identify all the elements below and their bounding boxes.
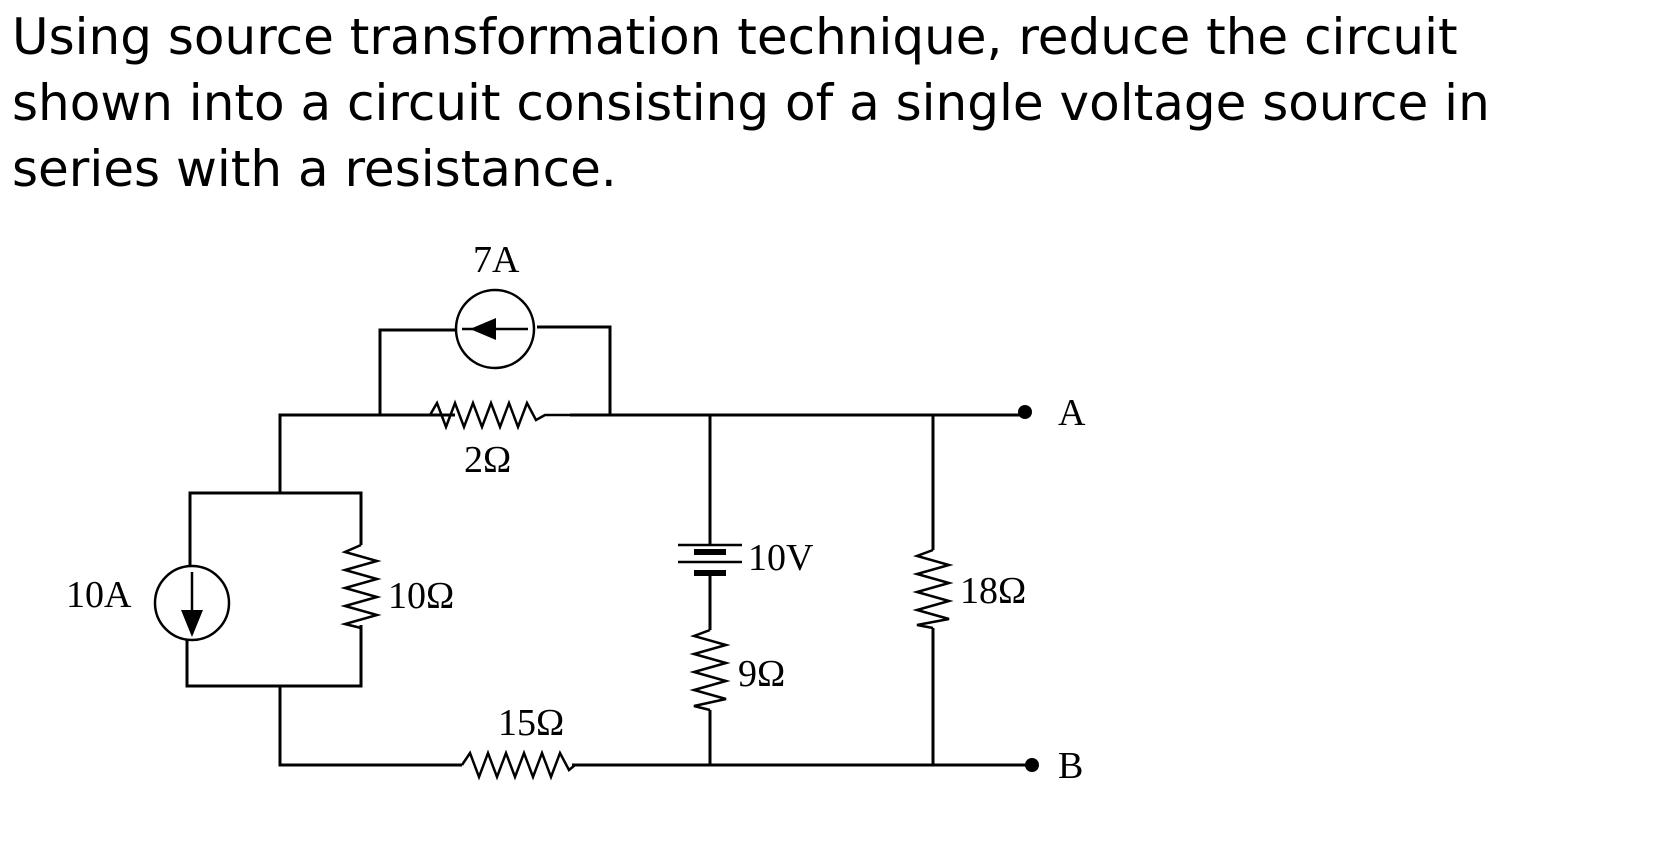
label-terminal-b: B [1058, 745, 1083, 787]
question-line-3: series with a resistance. [12, 140, 617, 198]
label-18-ohm: 18Ω [960, 570, 1026, 612]
question-line-2: shown into a circuit consisting of a sin… [12, 74, 1490, 132]
label-terminal-a: A [1058, 392, 1086, 434]
resistor-15-ohm [460, 749, 576, 781]
resistor-10-ohm [340, 543, 382, 630]
label-10-ohm: 10Ω [388, 575, 454, 617]
label-7a: 7A [473, 239, 520, 281]
question-line-1: Using source transformation technique, r… [12, 8, 1458, 66]
wire-top-left [278, 413, 455, 493]
current-source-7a [454, 288, 536, 370]
question-text: Using source transformation technique, r… [12, 4, 1652, 202]
wire-bottom-left [278, 686, 462, 767]
resistor-9-ohm [689, 628, 731, 712]
wire-7a-loop-right [537, 325, 612, 415]
label-10v: 10V [748, 537, 814, 579]
circuit-wires [185, 325, 1030, 767]
resistor-18-ohm [912, 548, 954, 630]
wire-7a-loop-left [378, 328, 455, 415]
wire-left-block-bottom [185, 625, 363, 688]
terminal-a-dot [1018, 405, 1032, 419]
label-15-ohm: 15Ω [498, 702, 564, 744]
terminal-b-dot [1025, 758, 1039, 772]
label-10a: 10A [66, 574, 132, 616]
label-2-ohm: 2Ω [464, 439, 511, 481]
label-9-ohm: 9Ω [738, 653, 785, 695]
voltage-source-10v [678, 543, 742, 576]
current-source-10a [153, 564, 231, 642]
wire-left-block-top [188, 491, 363, 566]
resistor-2-ohm [428, 399, 595, 431]
